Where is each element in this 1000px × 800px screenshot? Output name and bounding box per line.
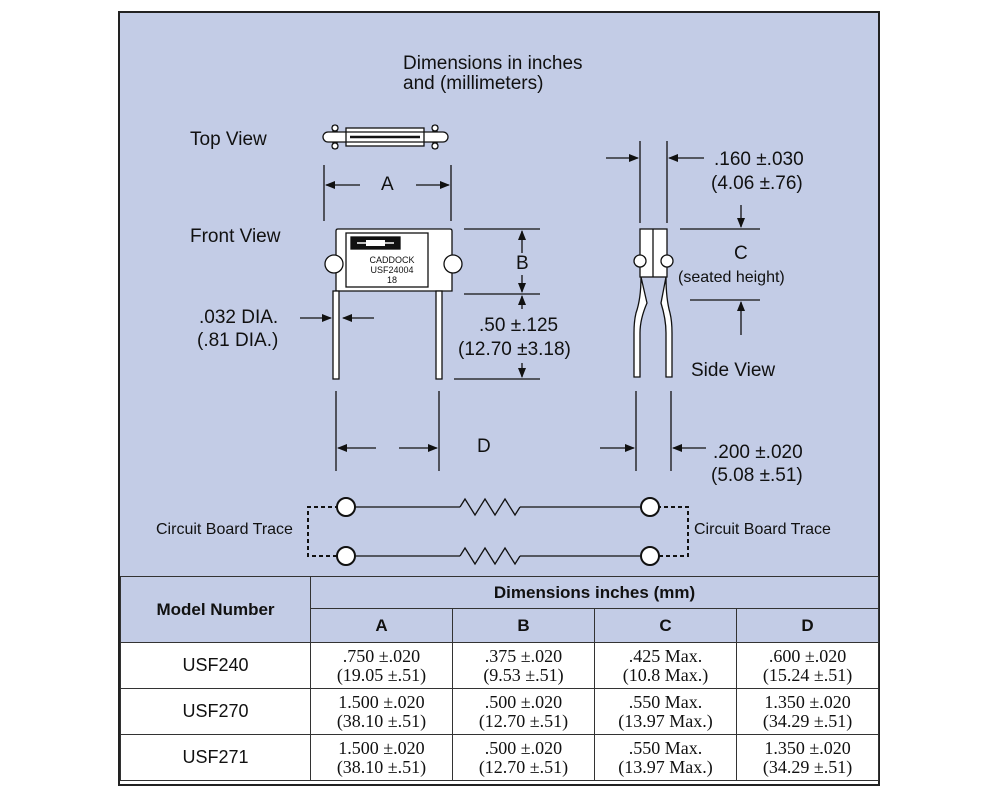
value-inches: .500 ±.020 xyxy=(484,737,563,758)
value-cell-a: .750 ±.020(19.05 ±.51) xyxy=(310,642,453,689)
value-inches: .500 ±.020 xyxy=(484,691,563,712)
dimension-drawing: CADDOCK USF24004 18 Dimensions in inches… xyxy=(120,13,878,576)
body-brand-text: CADDOCK xyxy=(369,255,414,265)
value-cell-c: .425 Max.(10.8 Max.) xyxy=(594,642,737,689)
column-header-b: B xyxy=(452,608,595,643)
front-view-label: Front View xyxy=(190,226,281,247)
value-cell-d: 1.350 ±.020(34.29 ±.51) xyxy=(735,688,880,735)
thickness-mm: (4.06 ±.76) xyxy=(711,173,803,194)
value-cell-c: .550 Max.(13.97 Max.) xyxy=(594,734,737,781)
value-cell-b: .375 ±.020(9.53 ±.51) xyxy=(452,642,595,689)
table-row: USF270 1.500 ±.020(38.10 ±.51) .500 ±.02… xyxy=(120,688,880,735)
header-line-1: Dimensions in inches xyxy=(403,53,583,74)
table-row: USF240 .750 ±.020(19.05 ±.51) .375 ±.020… xyxy=(120,642,880,689)
lead-spacing-mm: (5.08 ±.51) xyxy=(711,465,803,486)
dimension-drawing-svg: CADDOCK USF24004 18 xyxy=(300,124,760,566)
value-inches: .750 ±.020 xyxy=(342,645,421,666)
value-cell-c: .550 Max.(13.97 Max.) xyxy=(594,688,737,735)
lead-diameter-inches: .032 DIA. xyxy=(199,307,279,328)
model-cell: USF240 xyxy=(120,642,311,689)
side-view-part xyxy=(633,228,674,378)
lead-spacing-inches: .200 ±.020 xyxy=(713,442,803,463)
value-cell-b: .500 ±.020(12.70 ±.51) xyxy=(452,734,595,781)
dimension-c-arrows xyxy=(680,205,760,335)
thickness-inches: .160 ±.030 xyxy=(714,149,804,170)
lead-length-mm: (12.70 ±3.18) xyxy=(458,339,571,360)
value-mm: (19.05 ±.51) xyxy=(336,664,427,685)
dimension-d-label: D xyxy=(477,436,491,457)
value-cell-a: 1.500 ±.020(38.10 ±.51) xyxy=(310,734,453,781)
circuit-trace-label-left: Circuit Board Trace xyxy=(156,521,293,538)
circuit-trace-label-right: Circuit Board Trace xyxy=(694,521,831,538)
value-mm: (10.8 Max.) xyxy=(622,664,709,685)
dimensions-header: Dimensions inches (mm) xyxy=(309,576,880,609)
value-inches: .425 Max. xyxy=(628,645,703,666)
dimension-a-label: A xyxy=(381,174,394,195)
value-cell-d: .600 ±.020(15.24 ±.51) xyxy=(735,642,880,689)
dimension-d-arrow xyxy=(335,391,440,471)
model-cell: USF270 xyxy=(120,688,311,735)
value-mm: (15.24 ±.51) xyxy=(762,664,853,685)
dimension-c-label: C xyxy=(734,243,748,264)
value-cell-a: 1.500 ±.020(38.10 ±.51) xyxy=(310,688,453,735)
value-mm: (13.97 Max.) xyxy=(618,756,713,777)
dimension-b-arrows xyxy=(454,228,540,380)
dimension-b-label: B xyxy=(516,253,529,274)
dimension-c-note: (seated height) xyxy=(678,269,785,286)
body-model-text: USF24004 xyxy=(370,265,413,275)
value-mm: (38.10 ±.51) xyxy=(336,710,427,731)
value-mm: (38.10 ±.51) xyxy=(336,756,427,777)
value-mm: (12.70 ±.51) xyxy=(478,756,569,777)
model-number-header: Model Number xyxy=(120,576,311,643)
value-inches: .375 ±.020 xyxy=(484,645,563,666)
lead-diameter-mm: (.81 DIA.) xyxy=(197,330,279,351)
model-cell: USF271 xyxy=(120,734,311,781)
body-code-text: 18 xyxy=(387,275,397,285)
front-view-part xyxy=(324,228,463,380)
column-header-c: C xyxy=(594,608,737,643)
value-cell-d: 1.350 ±.020(34.29 ±.51) xyxy=(735,734,880,781)
dimensions-table: Model Number Dimensions inches (mm) A B … xyxy=(120,576,880,781)
table-row: USF271 1.500 ±.020(38.10 ±.51) .500 ±.02… xyxy=(120,734,880,781)
value-inches: .600 ±.020 xyxy=(768,645,847,666)
column-header-d: D xyxy=(735,608,880,643)
thickness-dimension-arrows xyxy=(606,141,704,223)
value-inches: 1.500 ±.020 xyxy=(338,737,425,758)
value-inches: 1.350 ±.020 xyxy=(764,691,851,712)
side-view-label: Side View xyxy=(691,360,776,381)
value-inches: .550 Max. xyxy=(628,737,703,758)
value-cell-b: .500 ±.020(12.70 ±.51) xyxy=(452,688,595,735)
column-header-a: A xyxy=(310,608,453,643)
dimension-a-arrow xyxy=(323,165,452,221)
value-inches: 1.500 ±.020 xyxy=(338,691,425,712)
top-view-part xyxy=(322,124,449,150)
header-line-2: and (millimeters) xyxy=(403,73,544,94)
value-mm: (34.29 ±.51) xyxy=(762,756,853,777)
value-inches: .550 Max. xyxy=(628,691,703,712)
value-mm: (9.53 ±.51) xyxy=(483,664,564,685)
value-mm: (12.70 ±.51) xyxy=(478,710,569,731)
top-view-label: Top View xyxy=(190,129,267,150)
lead-length-inches: .50 ±.125 xyxy=(479,315,559,336)
spec-panel: CADDOCK USF24004 18 Dimensions in inches… xyxy=(118,11,880,786)
circuit-schematic xyxy=(307,497,689,566)
value-mm: (13.97 Max.) xyxy=(618,710,713,731)
value-mm: (34.29 ±.51) xyxy=(762,710,853,731)
value-inches: 1.350 ±.020 xyxy=(764,737,851,758)
lead-spacing-arrows xyxy=(600,391,706,471)
